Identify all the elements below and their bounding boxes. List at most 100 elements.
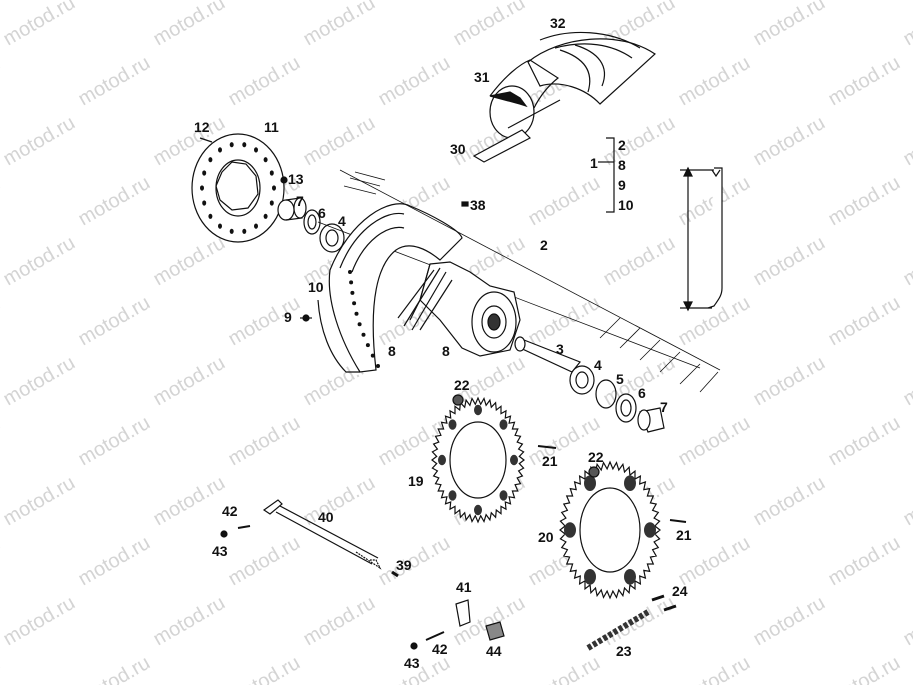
nut-43b-part — [410, 642, 418, 650]
spoke-hole-mark — [370, 353, 375, 358]
bolt-42b-part — [425, 631, 445, 641]
label-13: 13 — [288, 171, 304, 187]
label-40: 40 — [318, 509, 334, 525]
label-2: 2 — [540, 237, 548, 253]
hole-mark — [208, 157, 213, 163]
label-4-right: 4 — [594, 357, 602, 373]
hole-mark — [200, 185, 204, 191]
label-31: 31 — [474, 69, 490, 85]
sprocket-20-part — [559, 460, 661, 600]
rim-tape-part — [472, 129, 532, 163]
label-39: 39 — [396, 557, 412, 573]
label-9: 9 — [284, 309, 292, 325]
kit-item-2: 2 — [618, 137, 626, 153]
hole-mark — [499, 419, 508, 430]
label-4-left: 4 — [338, 213, 346, 229]
assembly-guides — [339, 169, 721, 393]
label-21-a: 21 — [542, 453, 558, 469]
label-38: 38 — [470, 197, 486, 213]
hole-mark — [584, 475, 596, 492]
label-8-b: 8 — [442, 343, 450, 359]
label-43-b: 43 — [404, 655, 420, 671]
label-41: 41 — [456, 579, 472, 595]
label-22-b: 22 — [588, 449, 604, 465]
hole-mark — [474, 504, 482, 516]
label-21-b: 21 — [676, 527, 692, 543]
hole-mark — [202, 200, 207, 206]
hole-mark — [263, 157, 268, 163]
hole-mark — [448, 490, 457, 501]
spacer-left-part — [277, 197, 307, 221]
spoke-hole-mark — [354, 311, 359, 316]
nut-22b-part — [588, 466, 600, 478]
spoke-hole-mark — [357, 322, 362, 327]
hole-mark — [272, 185, 276, 191]
spacer-right-part — [637, 407, 665, 433]
tube-part — [489, 59, 561, 139]
label-24: 24 — [672, 583, 688, 599]
label-5: 5 — [616, 371, 624, 387]
bearing-right-part — [569, 365, 595, 395]
sprocket-19-part — [431, 396, 525, 524]
spoke-hole-mark — [348, 270, 352, 274]
part-38 — [461, 201, 469, 207]
label-20: 20 — [538, 529, 554, 545]
hole-mark — [263, 213, 268, 219]
kit-item-8: 8 — [618, 157, 626, 173]
hole-mark — [269, 170, 274, 176]
adjuster-41-part — [455, 599, 471, 627]
hole-mark — [254, 147, 258, 153]
label-22-a: 22 — [454, 377, 470, 393]
hole-mark — [254, 223, 258, 229]
nut-13-part — [280, 176, 288, 184]
hole-mark — [202, 170, 207, 176]
label-10: 10 — [308, 279, 324, 295]
label-32: 32 — [550, 15, 566, 31]
hole-mark — [229, 228, 234, 234]
kit-bracket — [606, 137, 615, 213]
seal-left-part — [303, 209, 321, 235]
spoke-hole-mark — [361, 332, 366, 337]
label-44: 44 — [486, 643, 502, 659]
hole-mark — [438, 454, 446, 466]
label-7-left: 7 — [296, 193, 304, 209]
chain-part — [586, 594, 677, 651]
callout-labels: 32 31 30 12 11 13 7 6 4 38 2 10 9 8 8 3 … — [194, 15, 692, 671]
label-30: 30 — [450, 141, 466, 157]
spoke-hole-mark — [349, 280, 354, 285]
label-6-right: 6 — [638, 385, 646, 401]
bolt-12-part — [199, 137, 213, 143]
spoke-hole-mark — [365, 343, 370, 348]
brake-disc-part — [191, 133, 285, 243]
hole-mark — [624, 569, 636, 585]
hole-mark — [218, 223, 222, 229]
circlip-part — [595, 379, 617, 409]
hole-mark — [229, 142, 234, 148]
hole-mark — [644, 522, 656, 538]
kit-item-10: 10 — [618, 197, 634, 213]
label-43-a: 43 — [212, 543, 228, 559]
hole-mark — [624, 475, 636, 492]
hole-mark — [448, 419, 457, 430]
label-19: 19 — [408, 473, 424, 489]
label-23: 23 — [616, 643, 632, 659]
spoke-hole-mark — [376, 364, 380, 368]
hole-mark — [584, 569, 596, 585]
label-11: 11 — [264, 119, 279, 135]
label-6-left: 6 — [318, 205, 326, 221]
hole-mark — [242, 142, 247, 148]
label-1: 1 — [590, 155, 598, 171]
label-8-a: 8 — [388, 343, 396, 359]
hole-mark — [564, 522, 576, 538]
tire-part — [527, 31, 656, 105]
spoke-hole-mark — [350, 290, 355, 295]
bearing-left-part — [319, 223, 345, 253]
part-39 — [391, 570, 399, 578]
rim-part — [317, 203, 463, 373]
nut-44-part — [485, 621, 505, 641]
hub-part — [397, 261, 521, 357]
hole-mark — [242, 228, 247, 234]
kit-item-9: 9 — [618, 177, 626, 193]
